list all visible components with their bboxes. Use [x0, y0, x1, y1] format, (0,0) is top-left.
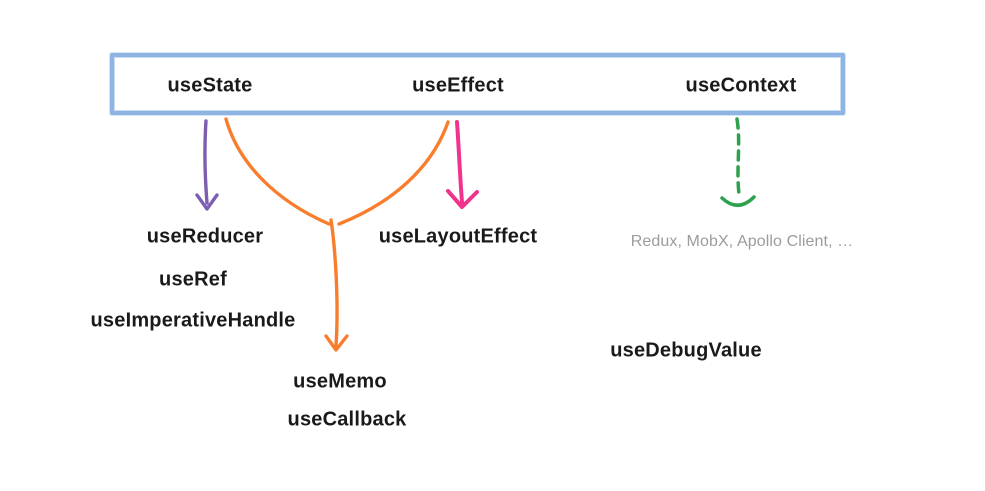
- orange-merge-arrow: [224, 117, 450, 352]
- hook-use-reducer: useReducer: [146, 225, 264, 248]
- core-hooks-box: [110, 53, 845, 115]
- hook-use-layout-effect: useLayoutEffect: [378, 225, 538, 248]
- purple-arrow-head: [195, 193, 219, 211]
- hook-use-debug-value: useDebugValue: [610, 339, 762, 362]
- pink-arrow: [446, 120, 479, 209]
- purple-arrow: [195, 119, 219, 211]
- hook-use-memo: useMemo: [293, 370, 387, 393]
- green-dashed-arrow: [720, 117, 756, 207]
- hook-use-effect: useEffect: [412, 74, 504, 97]
- pink-arrow-head: [446, 189, 479, 209]
- orange-left-branch: [224, 117, 331, 226]
- hook-use-context: useContext: [685, 74, 797, 97]
- hook-use-imperative-handle: useImperativeHandle: [90, 309, 296, 332]
- purple-arrow-line: [203, 119, 209, 205]
- hook-use-state: useState: [167, 74, 253, 97]
- orange-arrow-head: [324, 334, 349, 352]
- green-arrow-head: [720, 195, 756, 207]
- hook-use-ref: useRef: [159, 268, 227, 291]
- external-state-libs: Redux, MobX, Apollo Client, …: [630, 233, 854, 250]
- green-arrow-line: [735, 117, 741, 196]
- hook-use-callback: useCallback: [287, 408, 407, 431]
- pink-arrow-line: [455, 120, 464, 204]
- orange-right-branch: [337, 120, 450, 226]
- orange-stem: [329, 218, 339, 348]
